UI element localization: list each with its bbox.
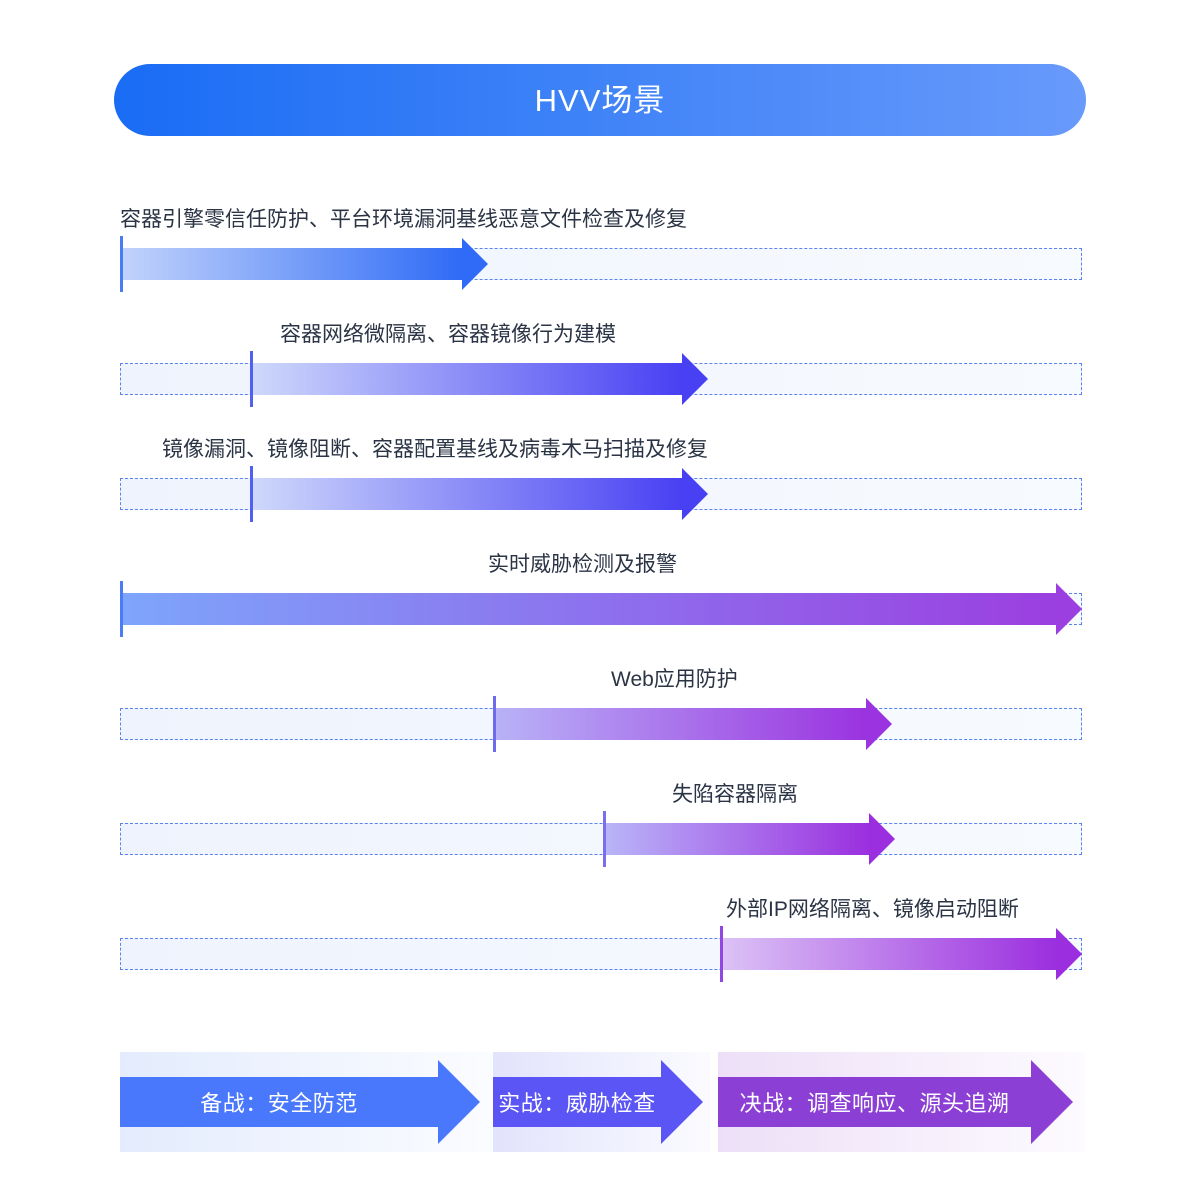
phase-label: 备战：安全防范 bbox=[200, 1091, 358, 1116]
phase-bar: 备战：安全防范 实战：威胁检查 决战：调查响应、源头追溯 bbox=[0, 1052, 1202, 1160]
phase-label: 决战：调查响应、源头追溯 bbox=[739, 1091, 1010, 1116]
phase-item[interactable]: 决战：调查响应、源头追溯 bbox=[718, 1052, 1085, 1152]
arrow-head-icon bbox=[866, 698, 892, 750]
timeline-arrow bbox=[720, 928, 1082, 980]
phase-arrow-head-icon bbox=[1031, 1060, 1073, 1144]
timeline-row-label: 实时威胁检测及报警 bbox=[488, 553, 677, 576]
arrow-body bbox=[250, 478, 682, 510]
header-banner: HVV场景 bbox=[114, 64, 1086, 136]
arrow-body bbox=[250, 363, 682, 395]
arrow-body bbox=[720, 938, 1056, 970]
phase-band: 决战：调查响应、源头追溯 bbox=[718, 1077, 1031, 1127]
timeline-start-tick bbox=[603, 811, 606, 867]
phase-label: 实战：威胁检查 bbox=[498, 1091, 656, 1116]
arrow-body bbox=[120, 248, 462, 280]
phase-arrow-head-icon bbox=[438, 1060, 480, 1144]
timeline-arrow bbox=[250, 468, 708, 520]
phase-item[interactable]: 备战：安全防范 bbox=[120, 1052, 492, 1152]
timeline-start-tick bbox=[120, 581, 123, 637]
timeline-row-label: 容器引擎零信任防护、平台环境漏洞基线恶意文件检查及修复 bbox=[120, 208, 687, 231]
arrow-head-icon bbox=[1056, 928, 1082, 980]
timeline-row-label: Web应用防护 bbox=[611, 668, 738, 691]
arrow-head-icon bbox=[682, 353, 708, 405]
arrow-head-icon bbox=[869, 813, 895, 865]
phase-band: 实战：威胁检查 bbox=[493, 1077, 661, 1127]
arrow-body bbox=[493, 708, 866, 740]
page-title: HVV场景 bbox=[534, 82, 666, 118]
arrow-body bbox=[603, 823, 869, 855]
arrow-body bbox=[120, 593, 1056, 625]
phase-item[interactable]: 实战：威胁检查 bbox=[493, 1052, 710, 1152]
timeline-arrow bbox=[603, 813, 895, 865]
phase-arrow-head-icon bbox=[661, 1060, 703, 1144]
timeline-row-label: 失陷容器隔离 bbox=[672, 783, 798, 806]
timeline-start-tick bbox=[720, 926, 723, 982]
phase-band: 备战：安全防范 bbox=[120, 1077, 438, 1127]
timeline-row-label: 容器网络微隔离、容器镜像行为建模 bbox=[280, 323, 616, 346]
timeline-arrow bbox=[120, 238, 488, 290]
timeline-row-label: 外部IP网络隔离、镜像启动阻断 bbox=[726, 898, 1019, 921]
timeline-start-tick bbox=[250, 351, 253, 407]
timeline-start-tick bbox=[120, 236, 123, 292]
timeline-arrow bbox=[250, 353, 708, 405]
timeline-arrow bbox=[120, 583, 1082, 635]
arrow-head-icon bbox=[462, 238, 488, 290]
timeline-start-tick bbox=[250, 466, 253, 522]
timeline-track bbox=[120, 823, 1082, 855]
arrow-head-icon bbox=[1056, 583, 1082, 635]
timeline-start-tick bbox=[493, 696, 496, 752]
timeline-arrow bbox=[493, 698, 892, 750]
timeline-row-label: 镜像漏洞、镜像阻断、容器配置基线及病毒木马扫描及修复 bbox=[162, 438, 708, 461]
arrow-head-icon bbox=[682, 468, 708, 520]
